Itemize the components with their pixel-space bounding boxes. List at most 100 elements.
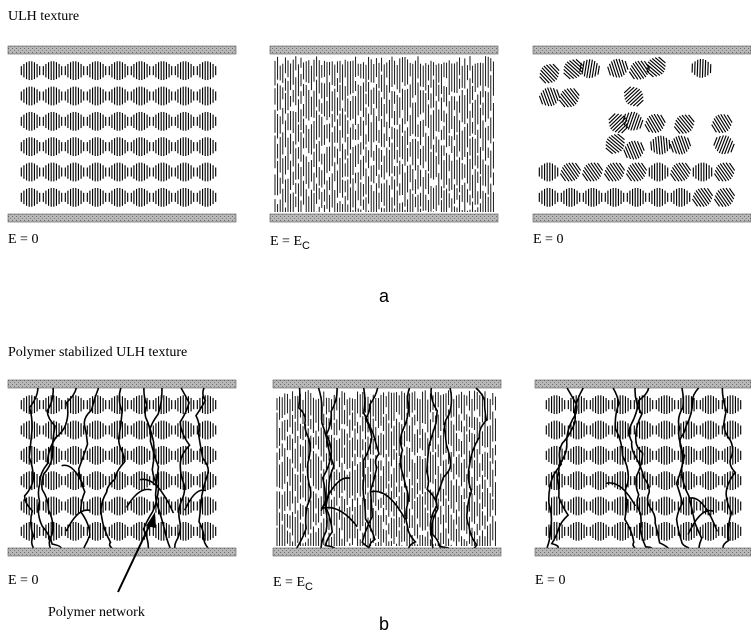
helix-cell (196, 137, 217, 157)
helix-cell (130, 111, 151, 131)
helix-cell (20, 86, 41, 106)
helix-cell (699, 445, 720, 465)
polymer-strand (41, 387, 56, 549)
helix-cell (589, 471, 610, 491)
helix-cell (42, 471, 63, 491)
helix-cell (559, 162, 582, 182)
helix-cell (64, 496, 85, 516)
helix-cell (721, 521, 742, 541)
helix-cell (152, 395, 173, 415)
helix-cell (152, 162, 173, 182)
helix-cell (699, 395, 720, 415)
bottom-plate (532, 213, 751, 223)
helix-cell (650, 135, 671, 155)
helix-cell (196, 187, 217, 207)
helix-cell (721, 471, 742, 491)
helix-cell (64, 61, 85, 81)
helix-cell (589, 521, 610, 541)
helix-cell (42, 61, 63, 81)
helix-cell (669, 162, 692, 182)
polymer-strand (628, 387, 669, 549)
helix-cell (20, 187, 41, 207)
polymer-strand (37, 387, 78, 549)
helix-cell (713, 162, 736, 182)
helix-cell (108, 471, 129, 491)
helix-cell (108, 521, 129, 541)
helix-cell (130, 496, 151, 516)
polymer-branch (183, 489, 207, 511)
polymer-branch (125, 488, 152, 508)
helix-cell (86, 496, 107, 516)
helix-cell (108, 445, 129, 465)
polymer-strand (23, 387, 39, 549)
helix-cell (603, 162, 626, 182)
helix-cell (64, 86, 85, 106)
helix-cell (152, 111, 173, 131)
helix-cell (174, 86, 195, 106)
helix-cell (20, 445, 41, 465)
polymer-strand (612, 387, 636, 549)
field-label: E = 0 (8, 573, 38, 588)
helix-cell (130, 445, 151, 465)
helix-cell (130, 420, 151, 440)
panel-b2: E = EC (272, 379, 502, 593)
helix-cell (539, 63, 560, 84)
helix-cells (20, 61, 217, 207)
helix-cell (711, 114, 733, 134)
helix-cell (108, 61, 129, 81)
helix-cell (567, 471, 588, 491)
helix-cell (196, 420, 217, 440)
caption-a: a (379, 286, 390, 306)
helix-cell (108, 86, 129, 106)
disordered-helix-cells (538, 56, 736, 207)
polymer-branch (605, 482, 637, 507)
polymer-strand (634, 387, 653, 549)
polymer-strand (721, 387, 737, 549)
polymer-strand (317, 387, 335, 549)
helix-cell (42, 187, 63, 207)
polymer-branch (688, 497, 718, 532)
polymer-branch (687, 509, 714, 535)
helix-cell (42, 496, 63, 516)
helix-cell (108, 187, 129, 207)
helix-cell (670, 187, 691, 207)
helix-cell (174, 496, 195, 516)
polymer-strand (675, 387, 700, 549)
bottom-plate (534, 547, 751, 557)
polymer-strand (425, 387, 439, 549)
polymer-branch (320, 477, 351, 512)
helix-cell (673, 114, 695, 134)
helix-cell (152, 137, 173, 157)
helix-cell (677, 471, 698, 491)
helix-cell (623, 140, 645, 160)
polymer-strand (321, 387, 338, 549)
helix-cell (20, 496, 41, 516)
helix-cell (607, 58, 629, 78)
polymer-strand (143, 387, 171, 549)
helix-cell (20, 420, 41, 440)
helix-cell (20, 111, 41, 131)
helix-cell (196, 162, 217, 182)
helix-cell (130, 61, 151, 81)
helix-cell (196, 86, 217, 106)
helix-cell (538, 162, 559, 182)
helix-cell (42, 86, 63, 106)
helix-cell (64, 187, 85, 207)
helix-cell (699, 521, 720, 541)
polymer-network (296, 387, 488, 549)
field-label: E = 0 (535, 573, 565, 588)
field-label: E = 0 (533, 232, 563, 247)
helix-cell (545, 420, 566, 440)
helix-cell (538, 87, 561, 107)
helix-cell (64, 420, 85, 440)
field-label-sub: C (302, 240, 310, 252)
helix-cell (589, 496, 610, 516)
helix-cell (152, 61, 173, 81)
helix-cell (174, 61, 195, 81)
helix-cell (42, 162, 63, 182)
helix-cell (644, 113, 666, 134)
helix-cells (20, 395, 217, 541)
helix-cell (152, 187, 173, 207)
field-label-main: E = E (270, 234, 302, 249)
